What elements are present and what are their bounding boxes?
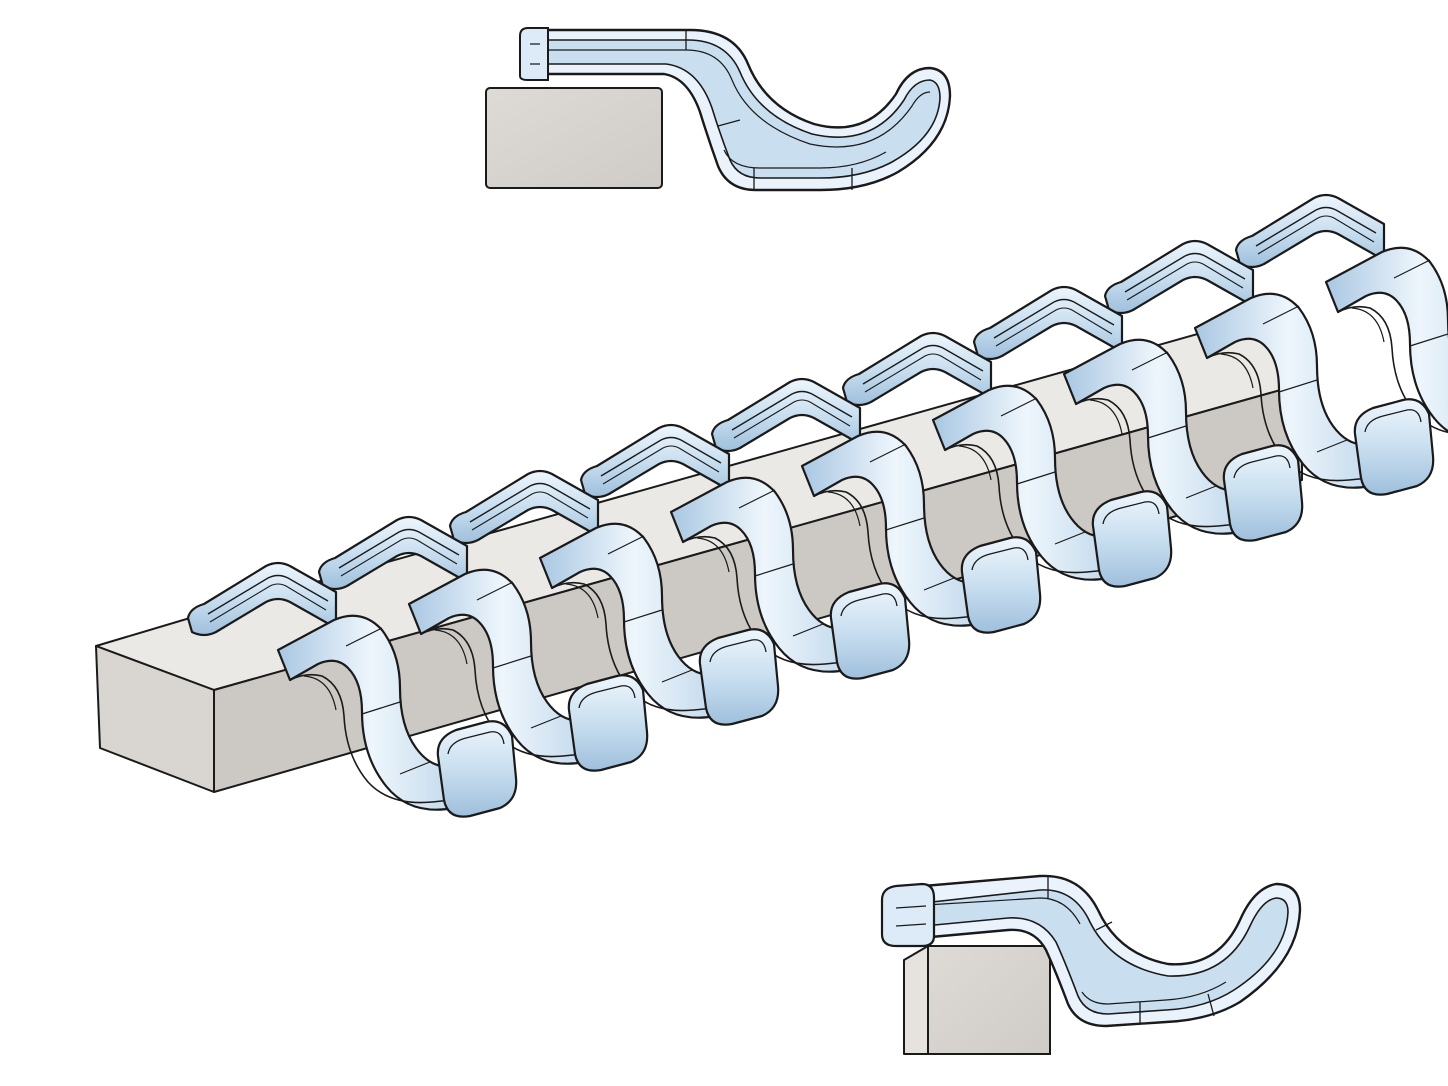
top-base-block [485, 87, 663, 189]
bottom-base-block [903, 945, 1051, 1055]
array-isometric-view [95, 193, 1448, 818]
bottom-side-view [880, 874, 1302, 1055]
top-clip [519, 27, 952, 192]
top-side-view [485, 27, 952, 192]
bottom-clip [880, 874, 1302, 1028]
